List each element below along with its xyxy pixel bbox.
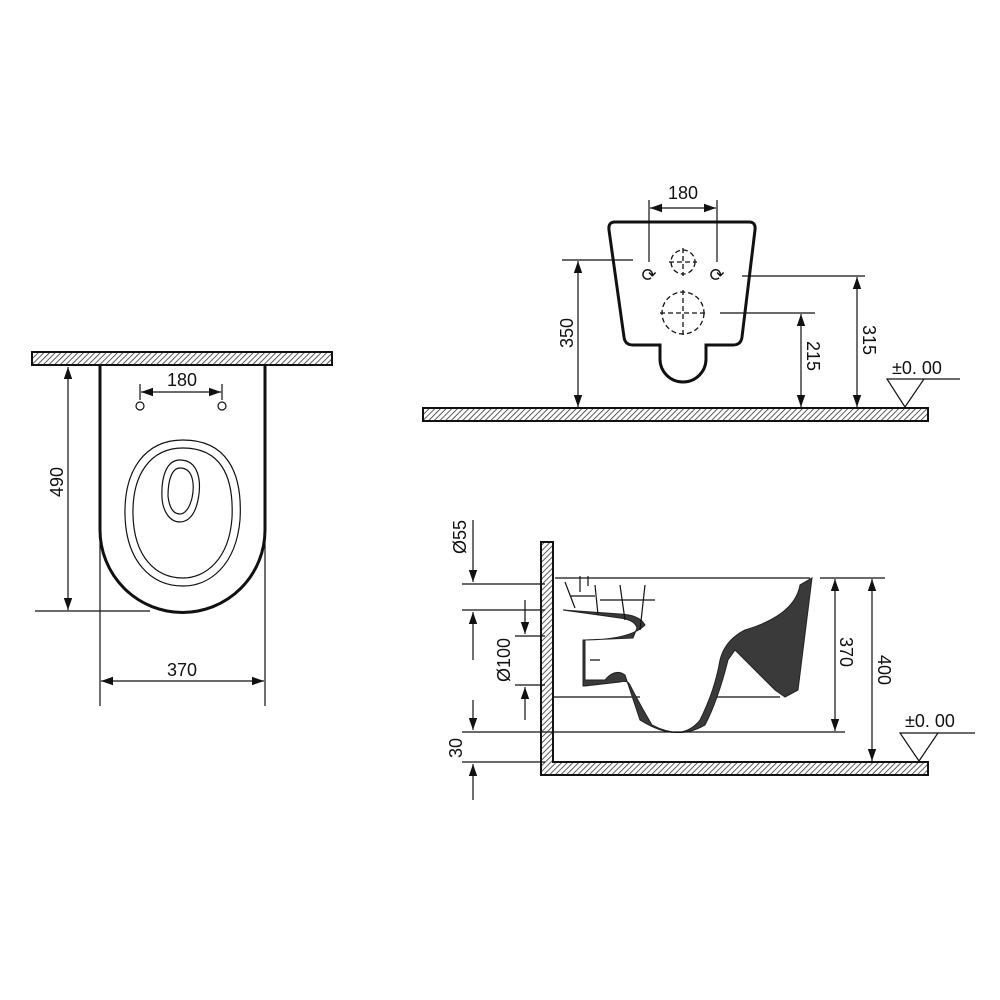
dim-315-label: 315 bbox=[859, 325, 879, 355]
toilet-outline bbox=[98, 366, 267, 614]
fixing-hole-left-icon: ⟳ bbox=[641, 265, 656, 285]
rear-view: ⟳ ⟳ 180 350 315 215 ±0. 00 bbox=[422, 183, 960, 422]
dim-370-label: 370 bbox=[167, 660, 197, 680]
level-triangle-icon bbox=[898, 732, 975, 763]
dim-350-label: 350 bbox=[557, 318, 577, 348]
rear-outline bbox=[607, 220, 757, 384]
bowl-rim-inner bbox=[132, 447, 233, 579]
side-view: Ø55 Ø100 30 370 400 ±0. 00 bbox=[446, 520, 975, 800]
drain-opening bbox=[161, 459, 201, 523]
dim-400-label: 400 bbox=[874, 655, 894, 685]
wall-hatched bbox=[31, 351, 333, 366]
floor-hatched bbox=[422, 407, 929, 422]
wall-and-floor-hatched bbox=[540, 541, 929, 776]
seat-hole-right bbox=[217, 401, 227, 411]
bowl-inner-outline bbox=[124, 439, 241, 587]
fixing-hole-right-icon: ⟳ bbox=[709, 265, 724, 285]
bowl-section bbox=[562, 577, 813, 733]
dim-180-label: 180 bbox=[668, 183, 698, 203]
dim-215-label: 215 bbox=[803, 341, 823, 371]
top-view: 180 490 370 bbox=[31, 351, 333, 706]
dim-370-label: 370 bbox=[836, 637, 856, 667]
level-triangle-icon bbox=[885, 378, 960, 409]
drain-opening-inner bbox=[167, 467, 194, 515]
seat-hole-left bbox=[135, 401, 145, 411]
dim-180-label: 180 bbox=[167, 370, 197, 390]
dim-30-label: 30 bbox=[446, 738, 466, 758]
level-mark-label: ±0. 00 bbox=[905, 711, 955, 731]
dim-490-label: 490 bbox=[47, 467, 67, 497]
dim-outlet-diameter-label: Ø100 bbox=[494, 638, 514, 682]
level-mark-label: ±0. 00 bbox=[892, 358, 942, 378]
dim-inlet-diameter-label: Ø55 bbox=[450, 520, 470, 554]
